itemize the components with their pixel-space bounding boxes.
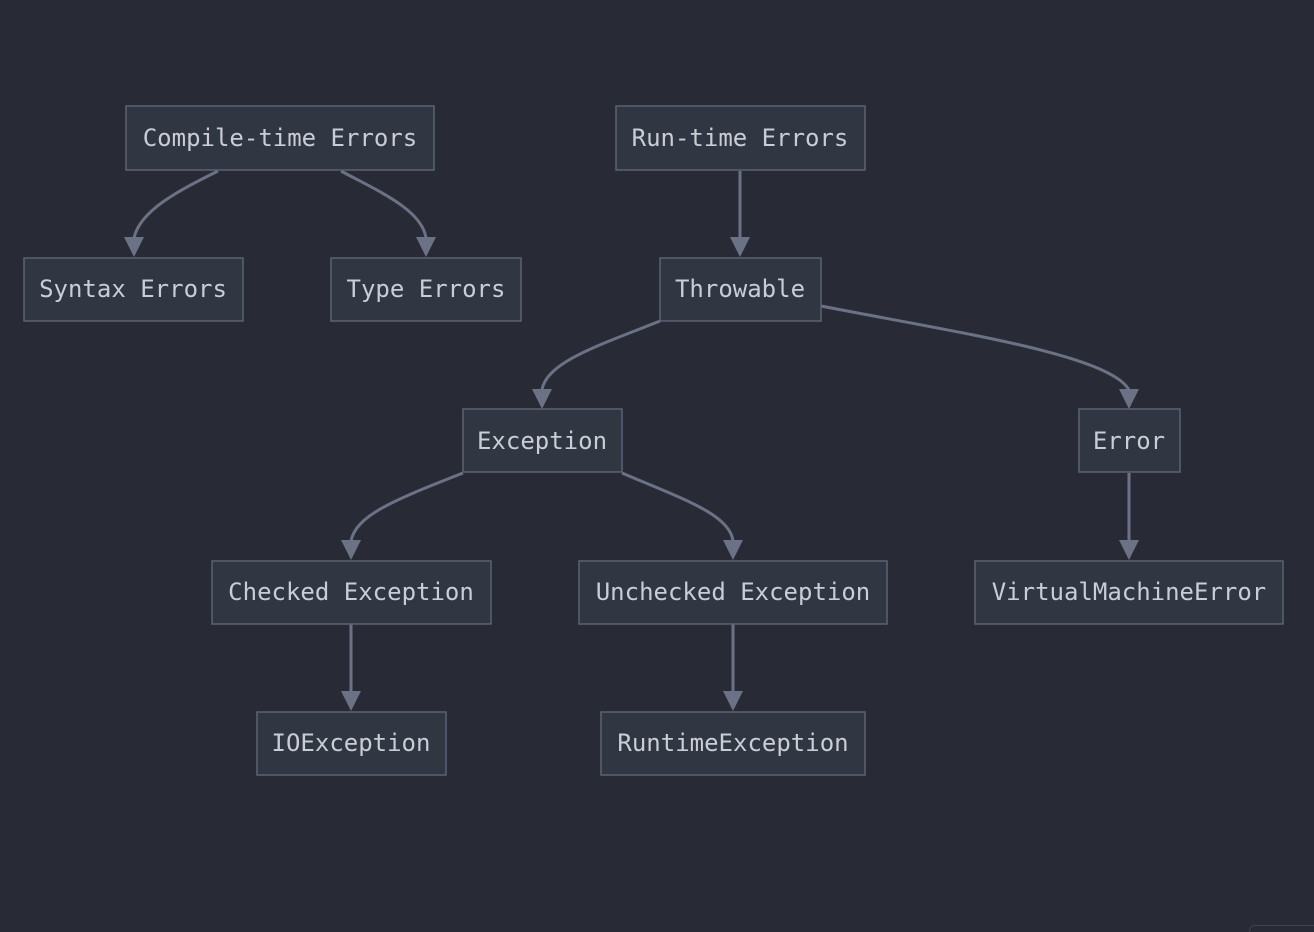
node-throwable[interactable]: Throwable <box>659 257 822 322</box>
node-box <box>974 560 1284 625</box>
node-label: VirtualMachineError <box>992 578 1267 606</box>
node-type-errors[interactable]: Type Errors <box>330 257 522 322</box>
edge-runtime-to-throwable-arrow <box>730 237 750 257</box>
node-label: Type Errors <box>347 275 506 303</box>
node-label: IOException <box>272 729 431 757</box>
node-unchecked-exception[interactable]: Unchecked Exception <box>578 560 888 625</box>
edge-throwable-to-error-arrow <box>1119 389 1139 409</box>
node-checked-exception[interactable]: Checked Exception <box>211 560 492 625</box>
node-run-time-errors[interactable]: Run-time Errors <box>615 105 866 171</box>
node-label: Checked Exception <box>228 578 474 606</box>
node-box <box>578 560 888 625</box>
node-label: Compile-time Errors <box>143 124 418 152</box>
edge-throwable-to-error <box>820 304 1131 391</box>
edge-error-to-vmerror-arrow <box>1119 540 1139 560</box>
edge-exception-to-checked-arrow <box>341 540 361 560</box>
node-runtime-exception[interactable]: RuntimeException <box>600 711 866 776</box>
node-compile-time-errors[interactable]: Compile-time Errors <box>125 105 435 171</box>
edge-compile-to-type-arrow <box>416 237 436 257</box>
edge-exception-to-checked <box>349 471 464 542</box>
node-box <box>23 257 244 322</box>
node-label: Exception <box>477 427 607 455</box>
node-box <box>256 711 447 776</box>
node-label: Throwable <box>675 275 805 303</box>
edge-throwable-to-exception-arrow <box>532 389 552 409</box>
node-label: RuntimeException <box>617 729 848 757</box>
node-label: Error <box>1093 427 1165 455</box>
node-label: Run-time Errors <box>632 124 849 152</box>
edge-compile-to-syntax <box>132 169 219 239</box>
node-box <box>615 105 866 171</box>
node-virtual-machine-error[interactable]: VirtualMachineError <box>974 560 1284 625</box>
node-label: Unchecked Exception <box>596 578 871 606</box>
node-box <box>1078 408 1181 473</box>
edge-exception-to-unchecked-arrow <box>723 540 743 560</box>
node-box <box>600 711 866 776</box>
edge-throwable-to-exception <box>540 319 661 391</box>
edge-compile-to-type <box>340 169 428 239</box>
node-box <box>659 257 822 322</box>
node-label: Syntax Errors <box>39 275 227 303</box>
node-box <box>462 408 623 473</box>
node-box <box>330 257 522 322</box>
node-error[interactable]: Error <box>1078 408 1181 473</box>
node-io-exception[interactable]: IOException <box>256 711 447 776</box>
edge-compile-to-syntax-arrow <box>124 237 144 257</box>
edge-exception-to-unchecked <box>621 471 735 542</box>
edge-unchecked-to-runtimeexception-arrow <box>723 691 743 711</box>
edge-checked-to-ioexception-arrow <box>341 691 361 711</box>
edges <box>124 169 1139 711</box>
node-box <box>125 105 435 171</box>
node-box <box>211 560 492 625</box>
corner-handle <box>1249 925 1314 932</box>
node-syntax-errors[interactable]: Syntax Errors <box>23 257 244 322</box>
node-exception[interactable]: Exception <box>462 408 623 473</box>
